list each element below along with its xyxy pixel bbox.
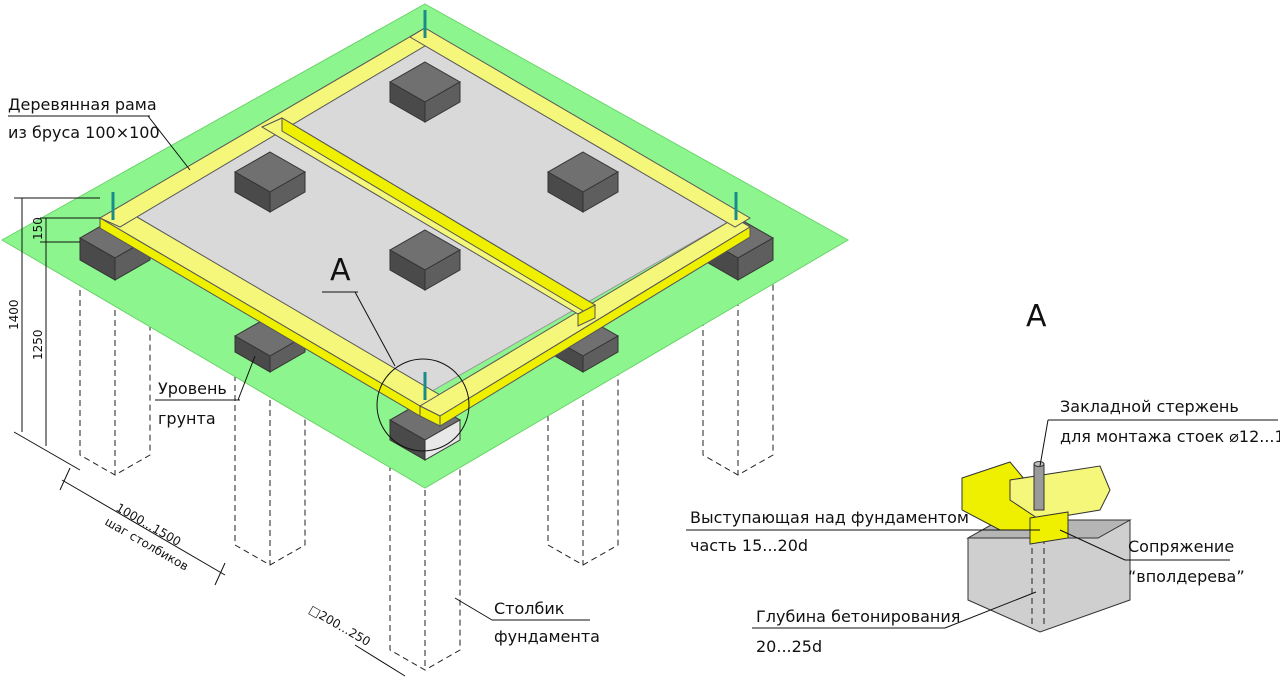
column-label-line1: Столбик (494, 599, 565, 618)
wooden-frame (98, 27, 751, 427)
protrude-label-line2: часть 15...20d (690, 536, 808, 555)
dim-below-ground: 1250 (31, 329, 45, 360)
embedded-rods (111, 10, 738, 400)
detail-drawing (961, 461, 1132, 633)
detail-title: А (1026, 299, 1047, 334)
dim-above-ground: 150 (31, 217, 45, 240)
dim-section: □200...250 (307, 602, 373, 648)
dim-total-height: 1400 (7, 299, 21, 330)
pier-caps (78, 61, 775, 461)
column-label-line2: фундамента (494, 627, 600, 646)
callout-letter: А (330, 253, 351, 288)
frame-label-line2: из бруса 100×100 (8, 123, 160, 142)
frame-label-line1: Деревянная рама (8, 95, 157, 114)
ground-label-line2: грунта (158, 409, 216, 428)
rod-label-line1: Закладной стержень (1060, 397, 1239, 416)
detail-callout-circle (376, 358, 470, 452)
joint-label-line2: “вполдерева” (1128, 567, 1245, 586)
vertical-dimensions (13, 197, 100, 471)
depth-label-line1: Глубина бетонирования (756, 607, 960, 626)
joint-label-line1: Сопряжение (1128, 537, 1234, 556)
ground-label-line1: Уровень (158, 379, 227, 398)
rod-label-line2: для монтажа стоек ⌀12...16 (1060, 427, 1280, 446)
protrude-label-line1: Выступающая над фундаментом (690, 508, 969, 527)
depth-label-line2: 20...25d (756, 637, 822, 656)
